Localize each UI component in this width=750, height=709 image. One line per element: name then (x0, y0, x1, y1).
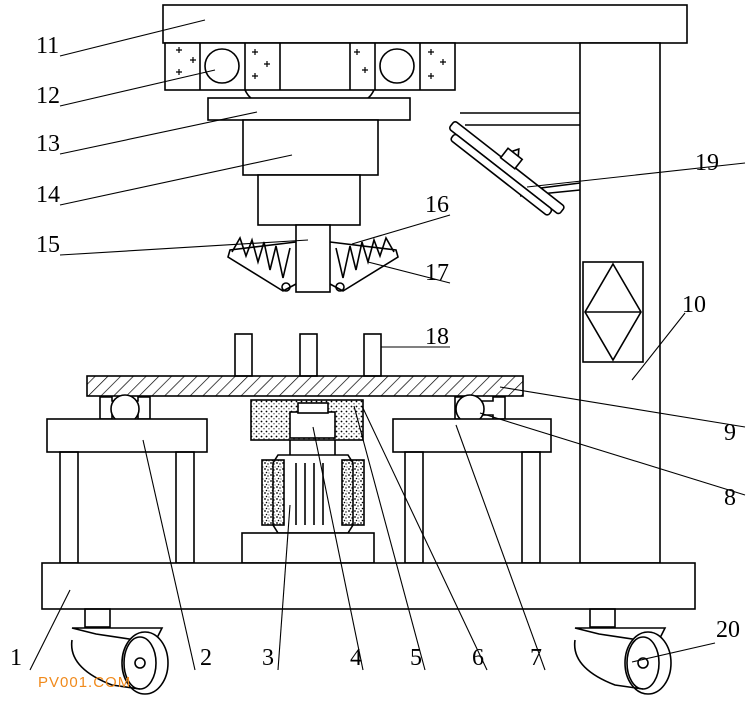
label-16: 16 (425, 192, 449, 218)
carriage (164, 42, 456, 99)
label-4: 4 (350, 645, 362, 671)
label-18: 18 (425, 324, 449, 350)
right-caster (573, 608, 672, 695)
right-support (392, 418, 552, 564)
mount-plate (207, 97, 411, 121)
label-2: 2 (200, 645, 212, 671)
left-caster (70, 608, 169, 695)
label-5: 5 (410, 645, 422, 671)
top-beam (162, 4, 688, 44)
part-labels: 11 12 13 14 15 16 17 18 19 10 9 8 20 1 2… (10, 33, 740, 671)
locating-pins (234, 333, 382, 377)
label-19: 19 (695, 150, 719, 176)
label-10: 10 (682, 292, 706, 318)
label-1: 1 (10, 645, 22, 671)
watermark: PV001.COM (38, 674, 131, 691)
label-14: 14 (36, 182, 60, 208)
label-7: 7 (530, 645, 542, 671)
bearing-block (250, 399, 364, 441)
left-support (46, 418, 208, 564)
base (41, 562, 696, 610)
motor (241, 440, 375, 564)
label-12: 12 (36, 83, 60, 109)
label-6: 6 (472, 645, 484, 671)
label-9: 9 (724, 420, 736, 446)
label-13: 13 (36, 131, 60, 157)
label-17: 17 (425, 260, 449, 286)
label-8: 8 (724, 485, 736, 511)
leader-lines (29, 19, 746, 671)
label-15: 15 (36, 232, 60, 258)
side-column (579, 42, 661, 564)
press-cylinder (242, 119, 379, 226)
press-rod (295, 224, 331, 293)
label-11: 11 (36, 33, 59, 59)
clamp-arms (227, 236, 399, 292)
label-20: 20 (716, 617, 740, 643)
tilted-blower (449, 112, 581, 216)
label-3: 3 (262, 645, 274, 671)
worktable (86, 375, 524, 397)
